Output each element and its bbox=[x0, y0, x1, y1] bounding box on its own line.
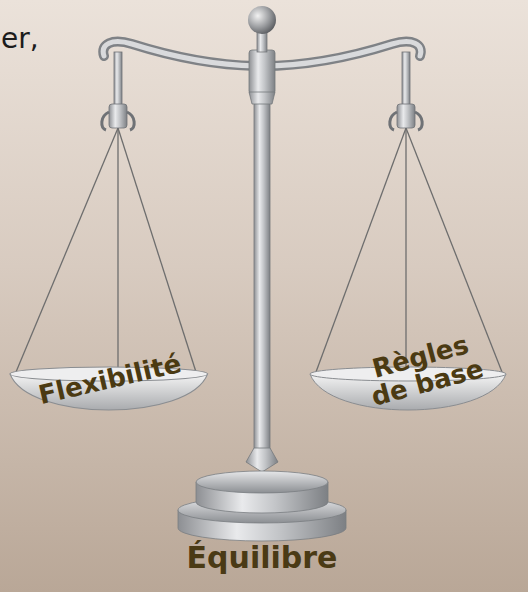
slide-text: er, bbox=[1, 22, 39, 55]
scale-pan: Règles de base bbox=[308, 332, 508, 424]
scale-pan: Flexibilité bbox=[8, 332, 210, 424]
caption-label: Équilibre bbox=[187, 540, 338, 575]
